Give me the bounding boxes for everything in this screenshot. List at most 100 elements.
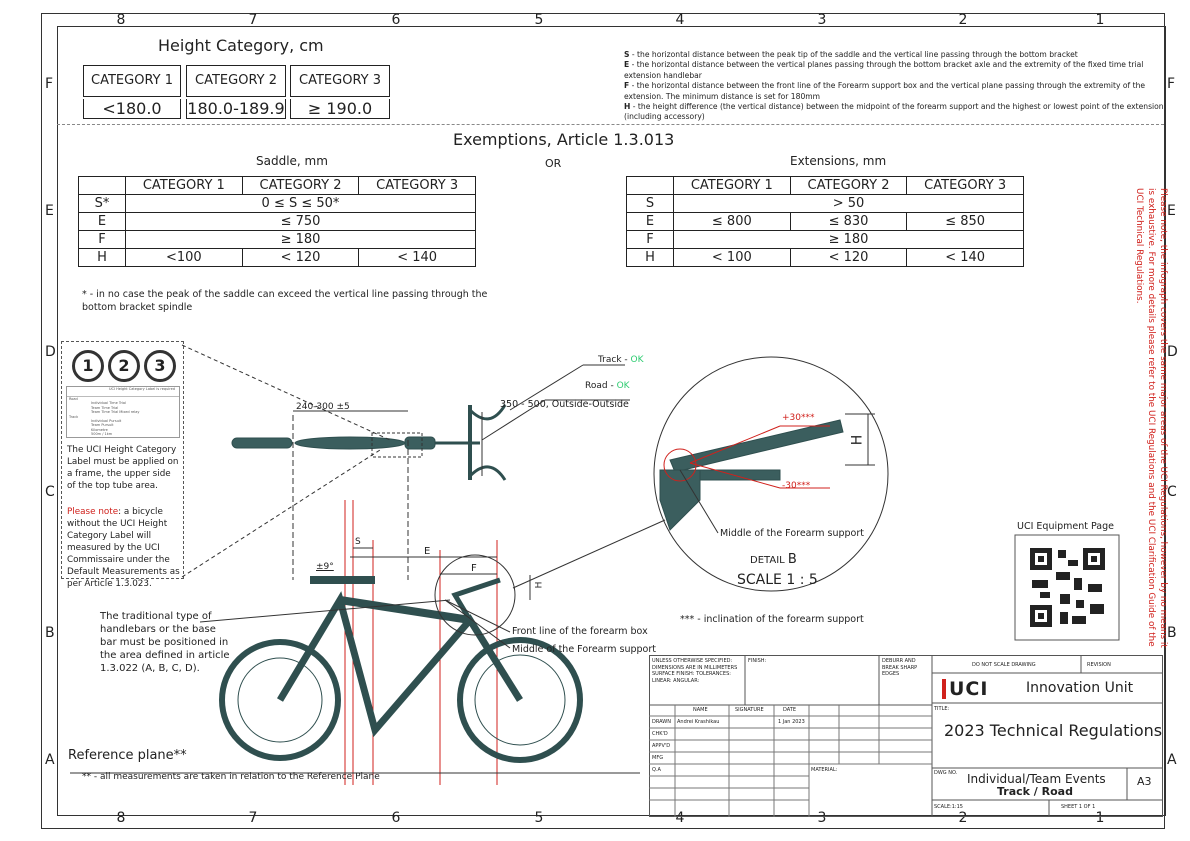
mini-row: Road [69, 397, 78, 401]
tb-do-not-scale: DO NOT SCALE DRAWING [972, 662, 1036, 668]
tb-drawn-name: Andrei Krashikau [677, 719, 720, 725]
zone-col-4: 4 [675, 810, 685, 826]
category-2-label: CATEGORY 2 [186, 65, 286, 97]
middle-label: Middle of the Forearm support [512, 644, 656, 655]
mini-row: Individual Time Trial [91, 401, 126, 406]
definitions: S - the horizontal distance between the … [624, 50, 1164, 123]
f-label: F [471, 563, 477, 574]
detail-h-label: H [849, 434, 866, 446]
tb-dwg-1: Individual/Team Events [967, 772, 1106, 786]
saddle-title: Saddle, mm [256, 154, 328, 168]
title-block: UNLESS OTHERWISE SPECIFIED: DIMENSIONS A… [649, 655, 1163, 817]
category-3-value: ≥ 190.0 [290, 99, 390, 119]
tb-sheet: SHEET 1 OF 1 [1061, 804, 1096, 810]
extensions-title: Extensions, mm [790, 154, 887, 168]
tb-drawn-date: 1 Jan 2023 [778, 719, 805, 725]
tb-finish: FINISH: [748, 658, 767, 664]
zone-row-E: E [1167, 203, 1176, 219]
tb-role-chkd: CHK'D [652, 731, 668, 737]
uci-logo: UCI [942, 679, 988, 699]
tb-col-name: NAME [693, 707, 708, 713]
tb-role-qa: Q.A [652, 767, 661, 773]
definition-h: H - the height difference (the vertical … [624, 102, 1164, 122]
tb-title: 2023 Technical Regulations [944, 721, 1163, 740]
definition-e: E - the horizontal distance between the … [624, 60, 1144, 80]
mini-row: Track [69, 414, 79, 419]
zone-col-5: 5 [534, 810, 544, 826]
detail-bike [659, 419, 844, 531]
outer-frame [41, 13, 1165, 829]
category-1-value: <180.0 [83, 99, 181, 119]
tb-material: MATERIAL: [811, 767, 838, 773]
mini-row: Kilometre [91, 427, 108, 432]
tb-role-mfg: MFG [652, 755, 664, 761]
s-label: S [355, 537, 361, 547]
zone-row-B: B [1167, 625, 1177, 641]
label-text-2: Please note: a bicycle without the UCI H… [67, 507, 180, 589]
zone-row-D: D [1167, 344, 1178, 360]
mini-row: Team Time Trial [91, 405, 119, 410]
zone-row-C: C [1167, 484, 1177, 500]
badge-1-icon: 1 [72, 350, 104, 382]
zone-row-C: C [45, 484, 55, 500]
zone-col-4: 4 [675, 12, 685, 28]
zone-col-1: 1 [1095, 12, 1105, 28]
mini-row: Team Time Trial Mixed relay [91, 410, 140, 415]
tb-dwg-2: Track / Road [997, 785, 1073, 798]
category-2-value: 180.0-189.9 [186, 99, 286, 119]
tb-dwg-label: DWG NO. [934, 770, 958, 776]
category-1-label: CATEGORY 1 [83, 65, 181, 97]
reference-plane-label: Reference plane** [68, 748, 187, 763]
saddle-footnote: * - in no case the peak of the saddle ca… [82, 289, 488, 313]
zone-col-7: 7 [248, 12, 258, 28]
zone-col-8: 8 [116, 810, 126, 826]
zone-col-6: 6 [391, 12, 401, 28]
zone-col-7: 7 [248, 810, 258, 826]
tb-scale: SCALE:1:15 [934, 804, 963, 810]
height-category-title: Height Category, cm [158, 36, 324, 55]
extensions-table: CATEGORY 1 CATEGORY 2 CATEGORY 3 S> 50 E… [626, 176, 1024, 267]
zone-col-2: 2 [958, 810, 968, 826]
zone-col-6: 6 [391, 810, 401, 826]
front-line-label: Front line of the forearm box [512, 626, 648, 637]
zone-row-B: B [45, 625, 55, 641]
zone-col-3: 3 [817, 12, 827, 28]
badge-3-icon: 3 [144, 350, 176, 382]
mini-row: Individual Pursuit [91, 418, 122, 423]
title-block-grid [649, 655, 1163, 817]
tb-unit: Innovation Unit [1026, 680, 1134, 696]
exemptions-title: Exemptions, Article 1.3.013 [453, 130, 675, 149]
side-note: Please note, the infograph covers the sa… [1134, 188, 1168, 648]
detail-middle-label: Middle of the Forearm support [720, 528, 864, 539]
detail-plus-label: +30*** [782, 413, 815, 423]
zone-row-D: D [45, 344, 56, 360]
top-dim-seat: 240-300 ±5 [296, 402, 350, 412]
badge-2-icon: 2 [108, 350, 140, 382]
tb-role-appvd: APPV'D [652, 743, 671, 749]
mini-table: UCI Height Category Label is required Ro… [66, 386, 180, 438]
zone-col-5: 5 [534, 12, 544, 28]
qr-title: UCI Equipment Page [1017, 521, 1114, 532]
zone-col-3: 3 [817, 810, 827, 826]
tb-col-date: DATE [783, 707, 797, 713]
or-label: OR [545, 157, 562, 170]
label-text-1: The UCI Height Category Label must be ap… [67, 445, 179, 491]
road-ok: Road - OK [585, 381, 630, 391]
tb-title-label: TITLE: [934, 706, 950, 712]
qr-code-icon [1014, 534, 1120, 641]
angle-label: ±9° [316, 562, 334, 572]
tb-role-drawn: DRAWN [652, 719, 671, 725]
zone-col-1: 1 [1095, 810, 1105, 826]
mini-row: 500m / 1km [91, 432, 113, 437]
top-view-bike [231, 404, 507, 481]
h-label-side: H [534, 581, 545, 589]
tb-unless: UNLESS OTHERWISE SPECIFIED: DIMENSIONS A… [652, 658, 738, 684]
track-ok: Track - OK [598, 355, 644, 365]
detail-title: DETAIL B [750, 552, 797, 567]
detail-scale: SCALE 1 : 5 [737, 572, 818, 588]
side-view-bike [219, 576, 583, 763]
inner-frame [57, 26, 1166, 816]
tb-deburr: DEBURR AND BREAK SHARP EDGES [882, 658, 918, 677]
tb-revision: REVISION [1087, 662, 1111, 668]
